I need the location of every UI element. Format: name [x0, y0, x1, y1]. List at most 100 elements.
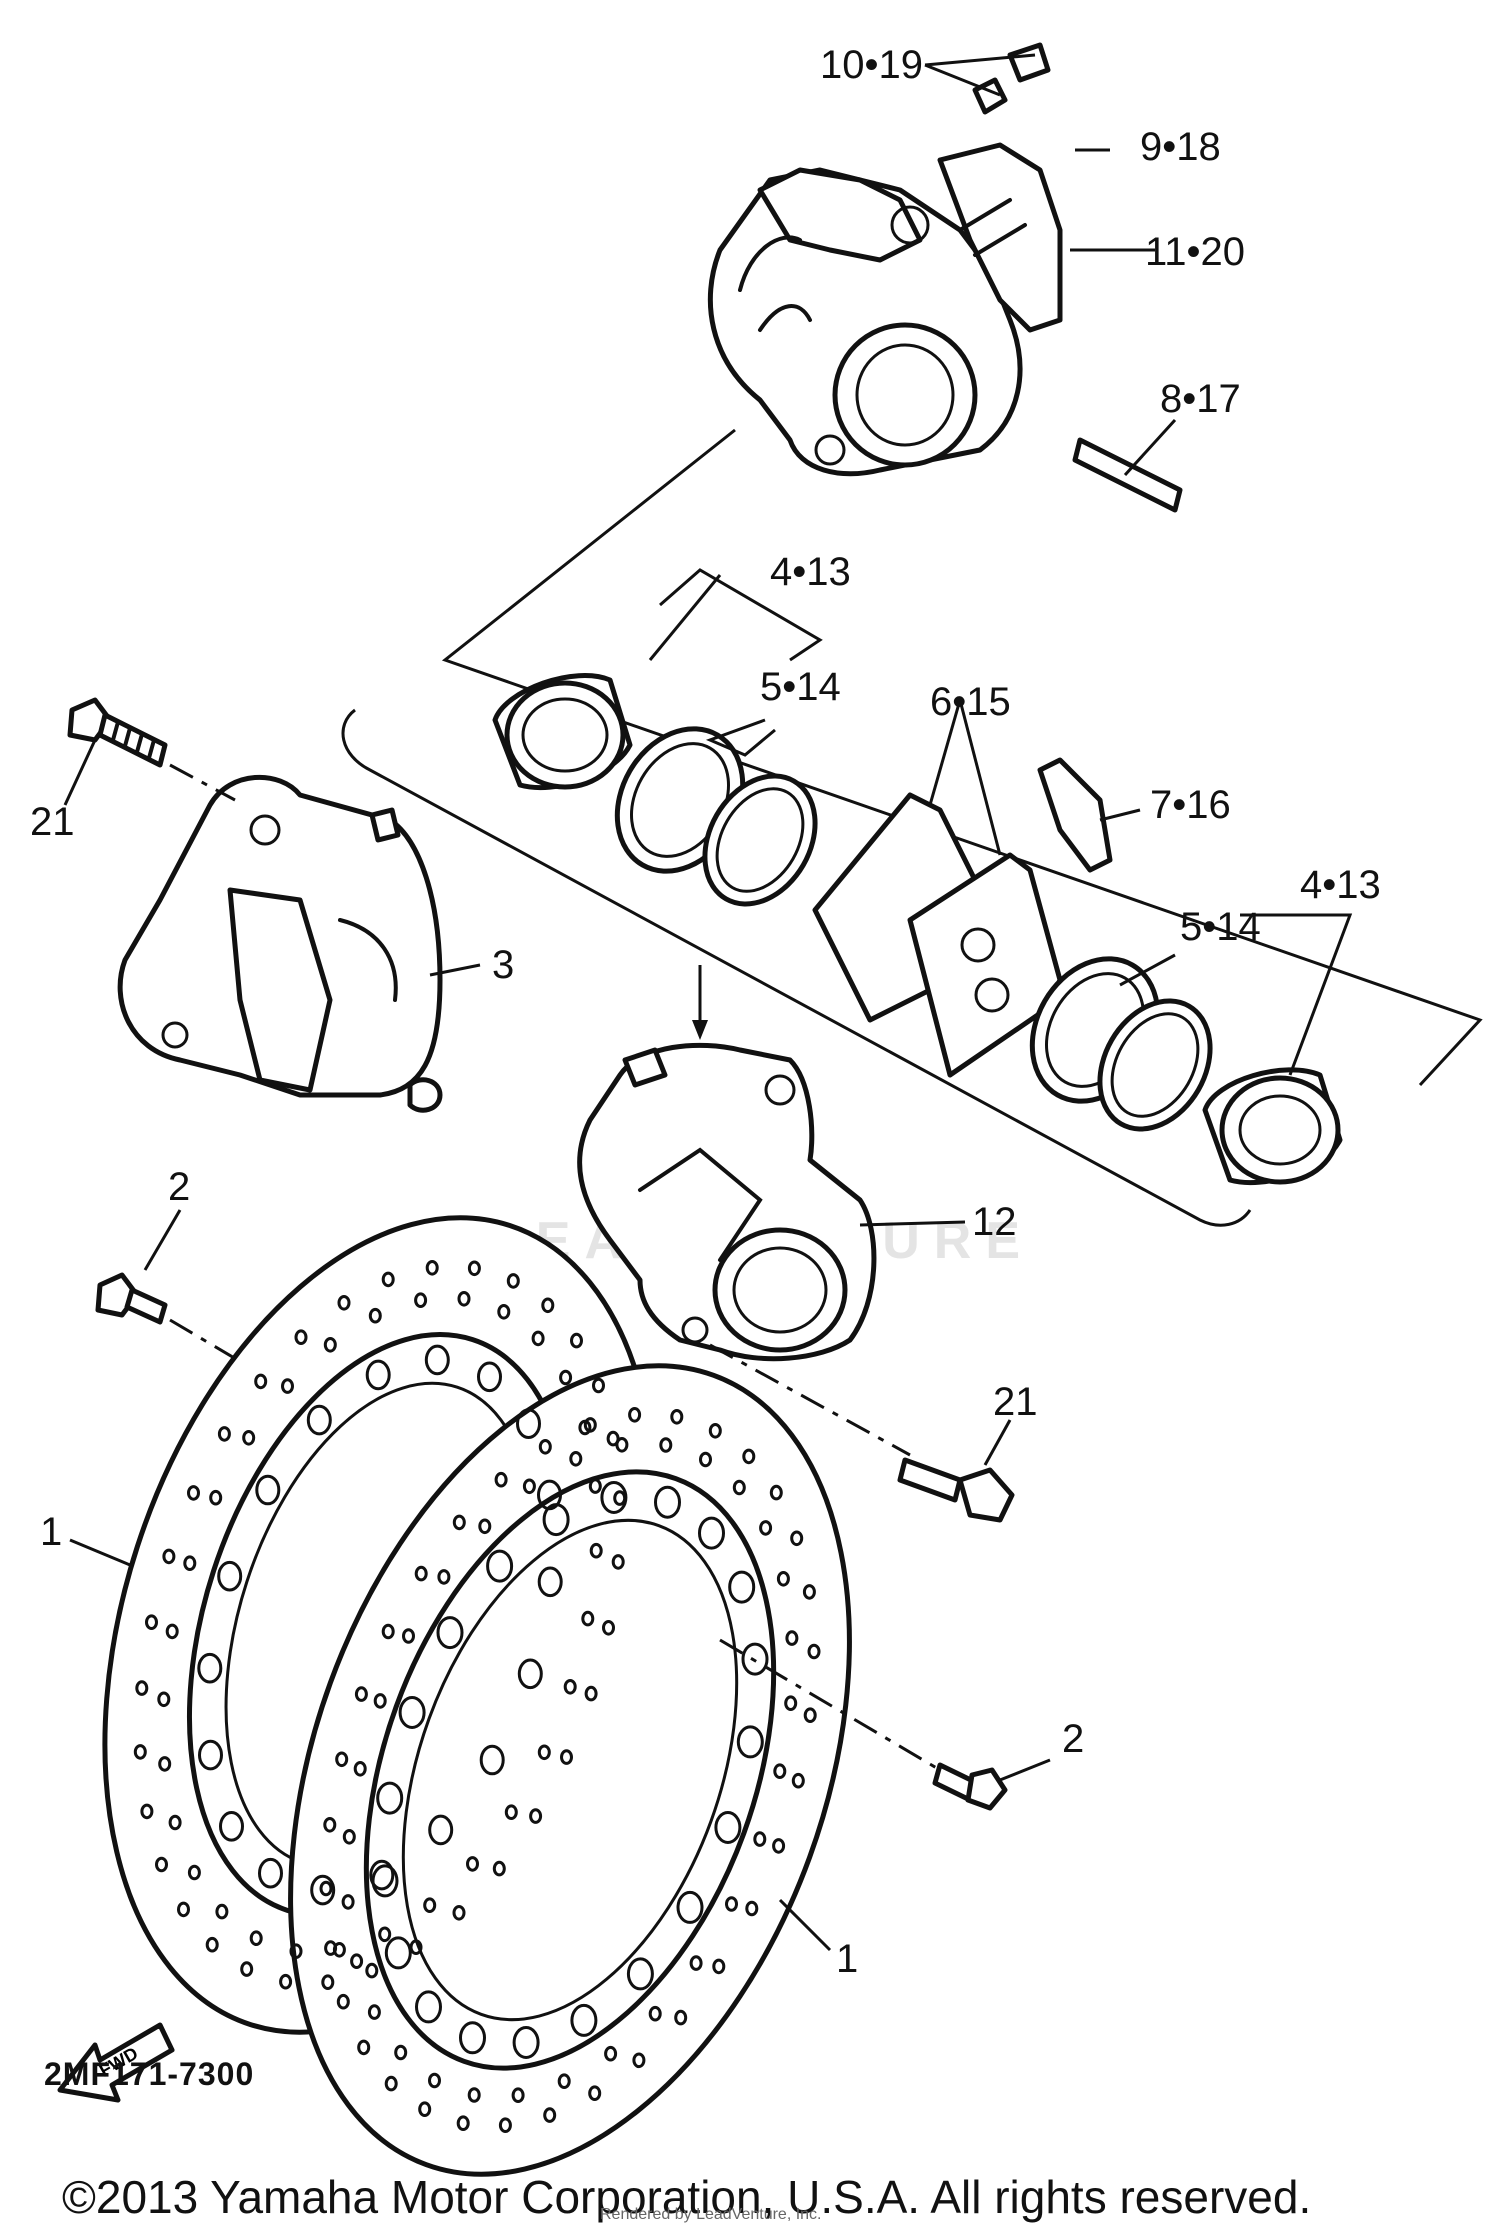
callout-1-right: 1: [836, 1937, 858, 1981]
vent-hole: [437, 1569, 451, 1585]
vent-hole: [753, 1831, 767, 1847]
vent-hole: [708, 1423, 722, 1439]
vent-hole: [772, 1838, 786, 1854]
bolt-21-left: [67, 697, 168, 768]
vent-hole: [559, 1369, 573, 1386]
vent-hole: [563, 1679, 577, 1695]
vent-hole: [776, 1571, 790, 1587]
vent-hole: [628, 1407, 642, 1423]
vent-hole: [492, 1860, 506, 1877]
vent-hole: [699, 1451, 712, 1468]
vent-hole: [423, 1897, 437, 1913]
piston-left: [492, 673, 633, 791]
vent-hole: [165, 1623, 179, 1640]
mount-slot: [376, 1781, 404, 1815]
callout-9-18: 9•18: [1140, 125, 1221, 169]
vent-hole: [350, 1953, 364, 1969]
vent-hole: [769, 1484, 783, 1501]
vent-hole: [168, 1814, 182, 1831]
mount-slot: [217, 1560, 243, 1592]
vent-hole: [569, 1451, 583, 1467]
vent-hole: [773, 1763, 787, 1779]
callout-4-13-top: 4•13: [770, 550, 851, 594]
vent-hole: [249, 1930, 263, 1946]
seal-pair-left: [614, 726, 818, 907]
mount-slot: [384, 1936, 412, 1970]
bleed-screw: [972, 77, 1008, 115]
vent-hole: [581, 1610, 595, 1627]
vent-hole: [531, 1330, 545, 1347]
mount-slot: [369, 1859, 395, 1891]
vent-hole: [790, 1530, 804, 1547]
mount-slot: [542, 1503, 570, 1537]
callout-12: 12: [972, 1200, 1017, 1244]
vent-hole: [807, 1643, 821, 1660]
vent-hole: [217, 1426, 231, 1442]
mount-slot: [516, 1408, 541, 1439]
vent-hole: [384, 2075, 398, 2092]
vent-hole: [394, 2044, 408, 2061]
vent-hole: [418, 2101, 432, 2117]
bleed-cap: [1007, 42, 1051, 83]
mount-slot: [741, 1642, 769, 1676]
mount-slot: [714, 1811, 742, 1844]
vent-hole: [674, 2009, 688, 2026]
vent-hole: [602, 1620, 615, 1636]
callout-2-lower: 2: [1062, 1717, 1084, 1761]
vent-hole: [294, 1329, 308, 1345]
vent-hole: [742, 1448, 756, 1465]
vent-hole: [745, 1900, 759, 1917]
vent-hole: [670, 1409, 684, 1425]
bolt-2-upper: [95, 1272, 168, 1325]
vent-hole: [215, 1903, 229, 1920]
copyright-notice: ©2013 Yamaha Motor Corporation, U.S.A. A…: [62, 2171, 1312, 2223]
vent-hole: [467, 2087, 481, 2103]
mount-slot: [219, 1811, 244, 1842]
part-code: 2MF171-7300: [44, 2056, 255, 2092]
left-caliper: [117, 774, 443, 1113]
center-caliper: [577, 1042, 877, 1362]
vent-hole: [187, 1485, 200, 1501]
callout-21-lower: 21: [993, 1380, 1038, 1424]
disc-vent-holes: [133, 1260, 821, 2133]
mount-slot: [676, 1890, 704, 1924]
mount-slot: [436, 1616, 464, 1650]
mount-slot: [626, 1957, 654, 1991]
vent-hole: [135, 1680, 149, 1696]
mount-slot: [600, 1481, 628, 1514]
mount-slot: [371, 1864, 399, 1898]
vent-hole: [592, 1377, 605, 1394]
vent-hole: [428, 2072, 441, 2089]
vent-hole: [457, 1291, 471, 1307]
vent-hole: [478, 1518, 492, 1535]
vent-hole: [689, 1955, 703, 1971]
vent-hole: [659, 1437, 673, 1453]
mount-slot: [306, 1404, 332, 1436]
mount-slot: [512, 2026, 540, 2059]
vent-hole: [784, 1695, 798, 1711]
vent-hole: [209, 1489, 223, 1506]
vent-hole: [336, 1993, 350, 2010]
vent-hole: [158, 1756, 172, 1772]
bolt-21-lower: [897, 1457, 1015, 1523]
mount-slot: [398, 1696, 426, 1729]
brake-pads: [812, 792, 1063, 1078]
vent-hole: [529, 1808, 543, 1824]
vent-hole: [324, 1940, 338, 1956]
vent-hole: [341, 1894, 355, 1910]
vent-hole: [177, 1901, 190, 1918]
mount-slot: [698, 1516, 725, 1550]
mount-slot: [459, 2021, 486, 2055]
vent-hole: [712, 1958, 726, 1975]
callout-1-left: 1: [40, 1510, 62, 1554]
mount-slot: [728, 1570, 756, 1604]
mount-slot: [255, 1474, 281, 1506]
mount-slot: [479, 1744, 505, 1776]
callout-21-left: 21: [30, 800, 75, 844]
piston-right: [1202, 1067, 1343, 1186]
vent-hole: [611, 1554, 625, 1570]
vent-hole: [570, 1332, 583, 1349]
vent-hole: [365, 1962, 379, 1979]
vent-hole: [381, 1271, 395, 1288]
